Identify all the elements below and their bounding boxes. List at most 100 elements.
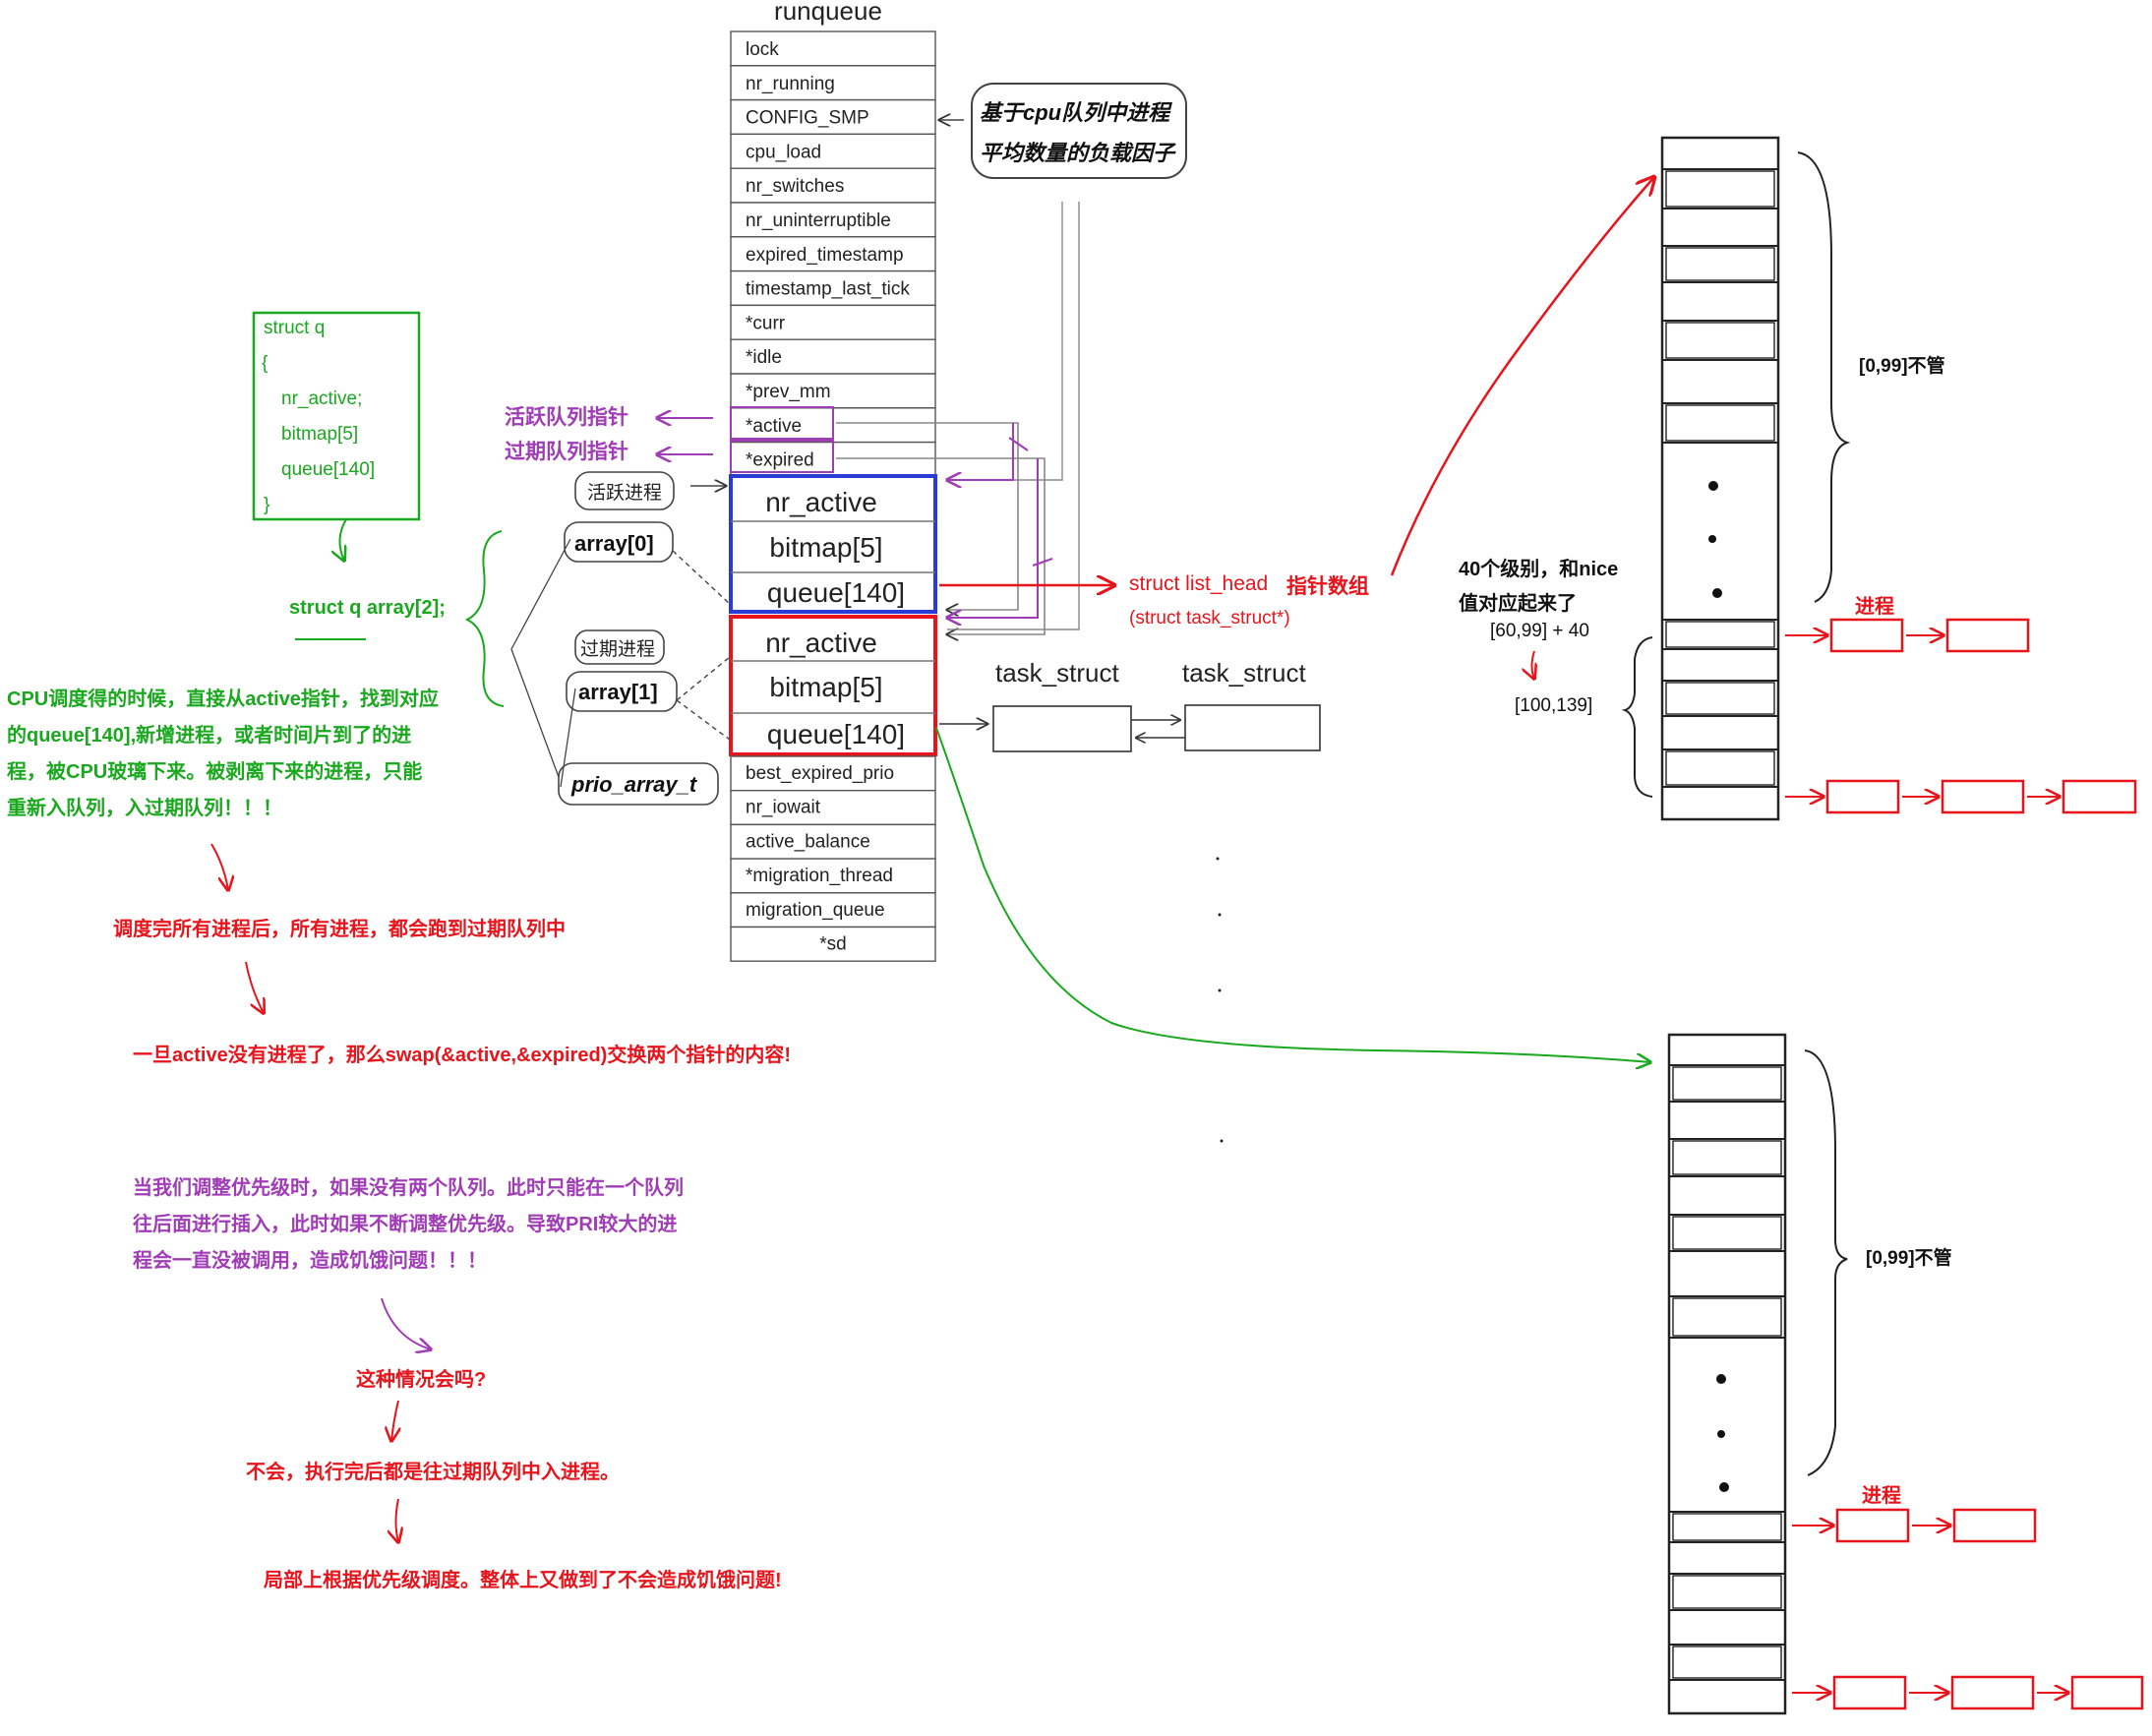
note-arrow-2 [245, 961, 264, 1013]
note-answer: 不会，执行完后都是往过期队列中入进程。 [246, 1460, 620, 1483]
array1-bitmap: bitmap[5] [769, 672, 882, 702]
runqueue-tail-field: *migration_thread [746, 866, 893, 886]
note-conclusion: 局部上根据优先级调度。整体上又做到了不会造成饥饿问题! [263, 1568, 782, 1591]
runqueue-tail-row [730, 926, 936, 962]
runqueue-field-row [730, 269, 936, 307]
top-levels-line-1: 40个级别，和nice [1459, 557, 1618, 580]
runqueue-tail-field: *sd [819, 934, 846, 955]
top-levels-line-2: 值对应起来了 [1459, 591, 1577, 615]
note-swap: 一旦active没有进程了，那么swap(&active,&expired)交换… [133, 1043, 791, 1066]
note-arrow-1 [210, 843, 228, 890]
runqueue-field: cpu_load [746, 142, 821, 162]
struct-q-line: { [262, 353, 269, 374]
callout-line-2: 平均数量的负载因子 [980, 141, 1176, 165]
queue-cell [1665, 621, 1775, 648]
task-struct-box-2 [1184, 704, 1321, 751]
pointer-wiring [836, 202, 1080, 634]
struct-q-line: } [264, 495, 269, 515]
queue-cell [1665, 750, 1775, 786]
expired-queue-link [935, 727, 1650, 1062]
process-node [1832, 1675, 1907, 1710]
runqueue-field-row [730, 202, 936, 238]
runqueue-field-row [730, 338, 936, 375]
active-ptr-label: 活跃队列指针 [505, 405, 628, 429]
decorative-dots [1216, 857, 1224, 1143]
queue-cell [1672, 1216, 1782, 1250]
note-priority-line: 往后面进行插入，此时如果不断调整优先级。导致PRI较大的进 [133, 1212, 677, 1235]
array0-label: array[0] [574, 531, 654, 556]
process-node [1952, 1508, 2037, 1543]
expired-ptr-highlight [730, 440, 834, 473]
note-cpu-line: 程，被CPU玻璃下来。被剥离下来的进程，只能 [7, 759, 422, 783]
note-cpu-line: 的queue[140],新增进程，或者时间片到了的进 [7, 723, 411, 747]
struct-q-array-decl: struct q array[2]; [289, 597, 446, 619]
active-ptr-highlight [730, 406, 834, 440]
runqueue-field: *curr [746, 313, 786, 333]
runqueue-field: CONFIG_SMP [746, 108, 869, 129]
queue-cell [1665, 170, 1775, 208]
queue-cell [1672, 1646, 1782, 1679]
note-priority-line: 程会一直没被调用，造成饥饿问题！！！ [133, 1248, 487, 1272]
runqueue-field: *prev_mm [746, 382, 831, 402]
expired-ptr-label: 过期队列指针 [505, 440, 628, 463]
struct-q-line: bitmap[5] [281, 424, 358, 445]
note-arrow-3 [381, 1297, 431, 1349]
runqueue-field-row [730, 30, 936, 67]
task-struct-list: task_struct task_struct [939, 658, 1321, 752]
bottom-process-label: 进程 [1862, 1484, 1901, 1507]
array0-queue: queue[140] [767, 577, 905, 608]
array0-bitmap: bitmap[5] [769, 532, 882, 563]
struct-q-line: struct q [264, 318, 325, 338]
array1-nr-active: nr_active [765, 628, 877, 658]
top-range-ignore: [0,99]不管 [1859, 354, 1945, 377]
note-arrow-4 [391, 1400, 398, 1441]
process-node [1945, 618, 2030, 653]
process-node [1950, 1675, 2035, 1710]
process-node [2070, 1675, 2144, 1710]
runqueue-field: *idle [746, 347, 782, 368]
runqueue-field: *active [746, 416, 802, 437]
queue-cell [1672, 1297, 1782, 1337]
note-priority-line: 当我们调整优先级时，如果没有两个队列。此时只能在一个队列 [133, 1175, 684, 1199]
runqueue-field-row [730, 236, 936, 272]
queue-cell [1665, 247, 1775, 281]
task-struct-label-2: task_struct [1182, 658, 1306, 688]
queue-cell [1672, 1066, 1782, 1101]
active-queue-link [1390, 177, 1654, 576]
struct-q-box: struct q{nr_active;bitmap[5]queue[140]} … [252, 311, 505, 707]
array1-label: array[1] [578, 680, 658, 704]
runqueue-tail-field: nr_iowait [746, 798, 821, 818]
runqueue-fields: locknr_runningCONFIG_SMPcpu_loadnr_switc… [730, 30, 936, 478]
struct-q-line: queue[140] [281, 459, 375, 480]
queue-cell [1672, 1575, 1782, 1609]
note-question: 这种情况会吗? [356, 1367, 486, 1391]
note-priority: 当我们调整优先级时，如果没有两个队列。此时只能在一个队列往后面进行插入，此时如果… [133, 1175, 684, 1272]
runqueue-tail-row [730, 858, 936, 894]
note-after-sched: 调度完所有进程后，所有进程，都会跑到过期队列中 [113, 917, 566, 940]
queue-cell [1672, 1140, 1782, 1175]
top-range-real: [100,139] [1515, 695, 1592, 716]
active-queue-array: [0,99]不管 40个级别，和nice 值对应起来了 [60,99] + 40… [1459, 136, 2137, 821]
bottom-process-nodes [1792, 1508, 2144, 1710]
process-node [1941, 779, 2025, 814]
process-node [1825, 779, 1900, 814]
runqueue-field: nr_uninterruptible [746, 210, 891, 231]
runqueue-field-row [730, 133, 936, 169]
runqueue-tail-field: migration_queue [746, 900, 885, 921]
expired-proc-label: 过期进程 [580, 638, 655, 660]
bottom-range-ignore: [0,99]不管 [1866, 1246, 1952, 1269]
runqueue-tail-row [730, 892, 936, 928]
runqueue-field: lock [746, 39, 779, 60]
runqueue-field-row [730, 98, 936, 136]
process-node [2062, 779, 2137, 814]
array1-box: nr_active bitmap[5] queue[140] [729, 615, 937, 756]
list-head-label: struct list_head [1129, 572, 1268, 595]
runqueue-tail-row [730, 823, 936, 860]
array0-nr-active: nr_active [765, 487, 877, 517]
queue-cell [1672, 1513, 1782, 1541]
runqueue-field: nr_running [746, 74, 835, 94]
array0-box: nr_active bitmap[5] queue[140] [729, 474, 937, 614]
runqueue-tail-row [730, 790, 936, 826]
runqueue-tail-field: active_balance [746, 831, 870, 852]
